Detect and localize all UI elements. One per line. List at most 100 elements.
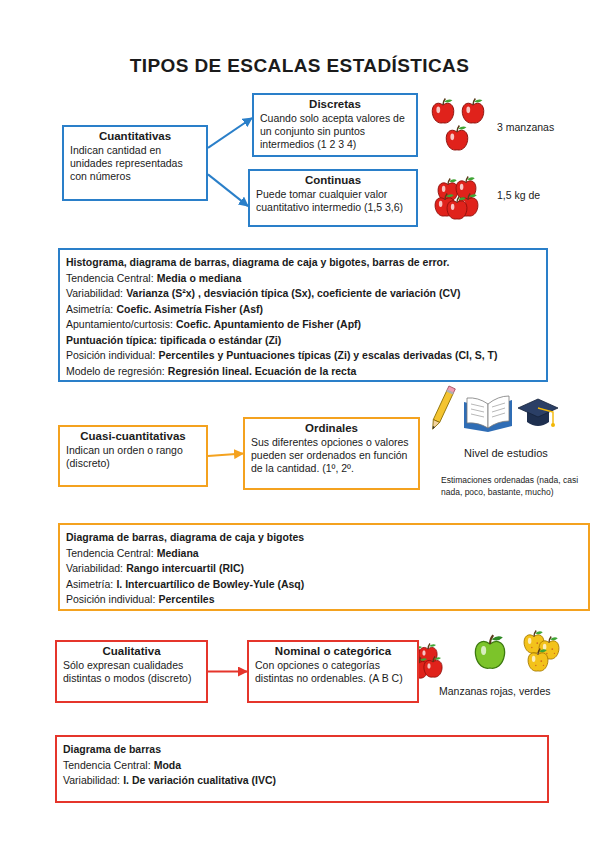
stat-label: Puntuación típica: tipificada o estándar… xyxy=(66,334,281,346)
apple-icon xyxy=(432,99,454,123)
box-heading: Ordinales xyxy=(305,422,358,434)
category-box: CuantitativasIndican cantidad en unidade… xyxy=(62,125,208,201)
graduation-cap-icon xyxy=(518,399,558,427)
pencil-icon xyxy=(430,386,456,431)
box-heading: Discretas xyxy=(309,98,361,110)
stat-value: Moda xyxy=(154,759,181,771)
box-body: Puede tomar cualquier valor cuantitativo… xyxy=(256,188,403,213)
box-body: Cuando solo acepta valores de un conjunt… xyxy=(260,112,405,150)
stat-label: Tendencia Central: xyxy=(63,759,151,771)
stat-value: I. Intercuartílico de Bowley-Yule (Asq) xyxy=(116,578,304,590)
stat-value: Percentiles xyxy=(158,593,214,605)
apple-icon xyxy=(462,99,484,123)
text-row: Tendencia Central:Media o mediana xyxy=(66,271,540,287)
text-row: Variabilidad:Rango intercuartil (RIC) xyxy=(66,561,582,577)
text-row: Cuantitativas xyxy=(70,129,200,144)
text-row: Variabilidad:Varianza (S²x) , desviación… xyxy=(66,286,540,302)
note-label: 3 manzanas xyxy=(497,121,587,133)
info-box: Histograma, diagrama de barras, diagrama… xyxy=(58,248,548,382)
text-row: Cuando solo acepta valores de un conjunt… xyxy=(260,112,410,151)
note-label: Manzanas rojas, verdes xyxy=(439,685,589,697)
text-row: Apuntamiento/curtosis:Coefic. Apuntamien… xyxy=(66,317,540,333)
text-row: Con opciones o categorías distintas no o… xyxy=(255,659,411,685)
note-label: Nivel de estudios xyxy=(464,447,584,459)
category-box: ContinuasPuede tomar cualquier valor cua… xyxy=(248,169,418,227)
text-row: Asimetría:Coefic. Asimetría Fisher (Asf) xyxy=(66,302,540,318)
box-heading: Cuantitativas xyxy=(99,130,171,142)
category-box: CualitativaSólo expresan cualidades dist… xyxy=(55,640,208,703)
text-row: Diagrama de barras, diagrama de caja y b… xyxy=(66,530,582,546)
stat-label: Posición individual: xyxy=(66,349,155,361)
text-row: Tendencia Central:Mediana xyxy=(66,546,582,562)
text-row: Ordinales xyxy=(251,421,412,436)
box-body: Con opciones o categorías distintas no o… xyxy=(255,659,403,684)
apples-cluster xyxy=(435,177,478,220)
connector-arrow xyxy=(208,671,247,673)
stat-label: Apuntamiento/curtosis: xyxy=(66,318,173,330)
text-row: Continuas xyxy=(256,173,410,188)
box-body: Indican cantidad en unidades representad… xyxy=(70,144,183,182)
text-row: Discretas xyxy=(260,97,410,112)
text-row: Asimetría:I. Intercuartílico de Bowley-Y… xyxy=(66,577,582,593)
box-heading: Nominal o categórica xyxy=(275,645,391,657)
stat-label: Asimetría: xyxy=(66,303,113,315)
stat-value: Mediana xyxy=(157,547,199,559)
text-row: Sus diferentes opciones o valores pueden… xyxy=(251,436,412,475)
stat-label: Posición individual: xyxy=(66,593,155,605)
apple-icon xyxy=(528,649,548,672)
info-box: Diagrama de barras, diagrama de caja y b… xyxy=(58,523,590,611)
text-row: Puntuación típica: tipificada o estándar… xyxy=(66,333,540,349)
stat-value: Coefic. Apuntamiento de Fisher (Apf) xyxy=(176,318,361,330)
apple-icon xyxy=(447,197,467,220)
category-box: OrdinalesSus diferentes opciones o valor… xyxy=(243,417,420,490)
stat-label: Modelo de regresión: xyxy=(66,365,165,377)
box-body: Indican un orden o rango (discreto) xyxy=(66,444,183,469)
note-label: Estimaciones ordenadas (nada, casi nada,… xyxy=(441,474,597,498)
stat-value: Percentiles y Puntuaciones típicas (Zi) … xyxy=(158,349,497,361)
page-title: TIPOS DE ESCALAS ESTADÍSTICAS xyxy=(0,55,599,77)
note-label: 1,5 kg de xyxy=(497,189,587,201)
stat-label: Variabilidad: xyxy=(66,562,123,574)
stat-label: Asimetría: xyxy=(66,578,113,590)
stat-value: Coefic. Asimetría Fisher (Asf) xyxy=(116,303,263,315)
box-heading: Cualitativa xyxy=(102,645,160,657)
text-row: Indican cantidad en unidades representad… xyxy=(70,144,200,183)
text-row: Cuasi-cuantitativas xyxy=(66,429,200,444)
stat-value: Media o mediana xyxy=(157,272,242,284)
text-row: Puede tomar cualquier valor cuantitativo… xyxy=(256,188,410,214)
stat-value: Regresión lineal. Ecuación de la recta xyxy=(168,365,357,377)
text-row: Cualitativa xyxy=(63,644,200,659)
text-row: Variabilidad:I. De variación cualitativa… xyxy=(63,773,541,789)
apple-icon xyxy=(475,635,504,668)
stat-label: Tendencia Central: xyxy=(66,272,154,284)
box-body: Sus diferentes opciones o valores pueden… xyxy=(251,436,409,474)
text-row: Diagrama de barras xyxy=(63,742,541,758)
text-row: Indican un orden o rango (discreto) xyxy=(66,444,200,470)
box-heading: Continuas xyxy=(305,174,361,186)
apples-three xyxy=(432,99,484,150)
box-heading: Cuasi-cuantitativas xyxy=(80,430,185,442)
text-row: Posición individual:Percentiles xyxy=(66,592,582,608)
apples-colours xyxy=(405,631,559,679)
book-icon xyxy=(464,396,512,432)
box-body: Sólo expresan cualidades distintas o mod… xyxy=(63,659,191,684)
stat-label: Tendencia Central: xyxy=(66,547,154,559)
text-row: Tendencia Central:Moda xyxy=(63,758,541,774)
stat-label: Diagrama de barras, diagrama de caja y b… xyxy=(66,531,304,543)
stat-label: Histograma, diagrama de barras, diagrama… xyxy=(66,256,449,268)
text-row: Modelo de regresión:Regresión lineal. Ec… xyxy=(66,364,540,380)
category-box: Cuasi-cuantitativasIndican un orden o ra… xyxy=(58,425,208,487)
info-box: Diagrama de barrasTendencia Central:Moda… xyxy=(55,735,549,803)
category-box: Nominal o categóricaCon opciones o categ… xyxy=(247,640,419,703)
text-row: Histograma, diagrama de barras, diagrama… xyxy=(66,255,540,271)
connector-arrow xyxy=(208,174,248,206)
stat-label: Diagrama de barras xyxy=(63,743,161,755)
apple-icon xyxy=(424,657,442,678)
stat-label: Variabilidad: xyxy=(63,774,120,786)
text-row: Nominal o categórica xyxy=(255,644,411,659)
connector-arrow xyxy=(208,118,252,148)
stat-label: Variabilidad: xyxy=(66,287,123,299)
stat-value: Varianza (S²x) , desviación típica (Sx),… xyxy=(126,287,460,299)
stat-value: Rango intercuartil (RIC) xyxy=(126,562,244,574)
